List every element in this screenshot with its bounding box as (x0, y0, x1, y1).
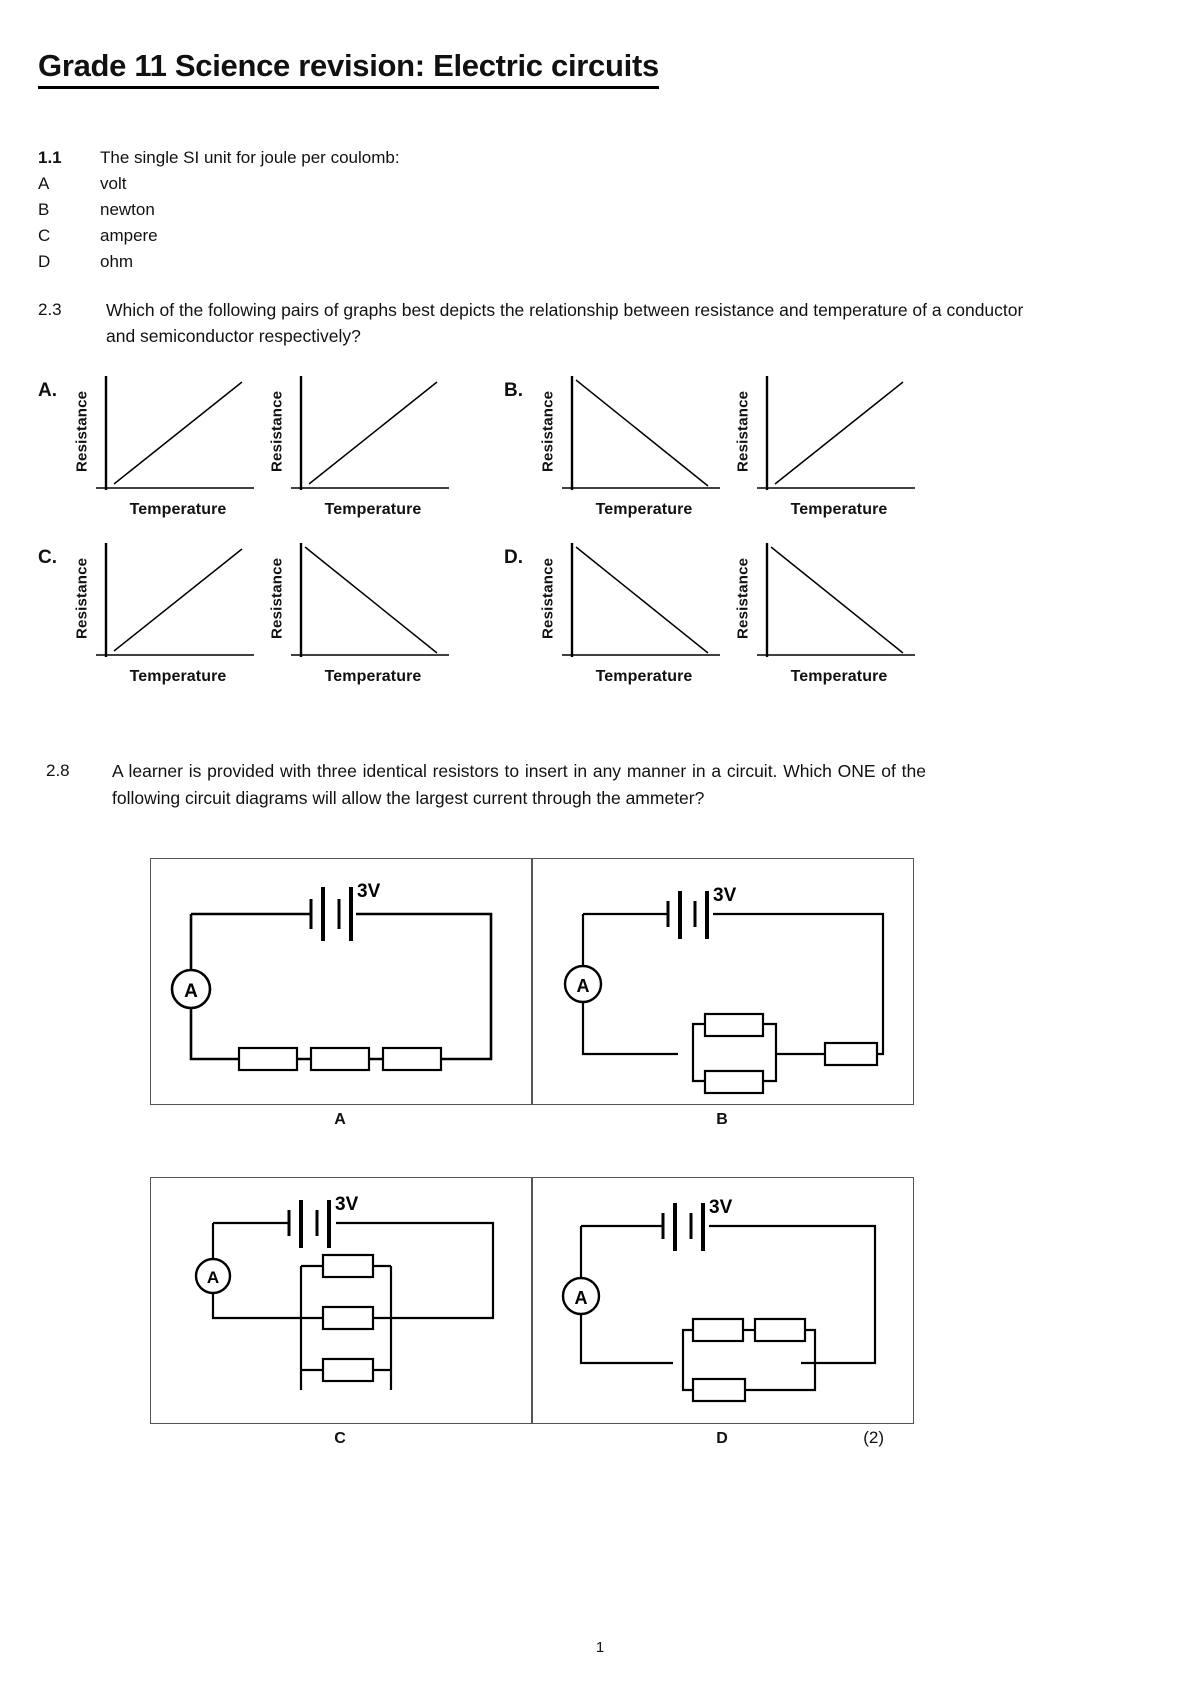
graph-b2-axes (753, 372, 921, 500)
graph-b2: Resistance Temperature (733, 372, 928, 519)
battery-label-a: 3V (357, 881, 381, 902)
graph-d2-axes (753, 539, 921, 667)
graph-c1: Resistance Temperature (72, 539, 267, 686)
graph-a1-axes (92, 372, 260, 500)
option-d-text: ohm (100, 252, 134, 271)
graph-a1-y-label: Resistance (73, 390, 91, 472)
circuit-label-b: B (716, 1111, 728, 1128)
circuit-label-d: D (716, 1430, 728, 1447)
graph-a1: Resistance Temperature (72, 372, 267, 519)
question-1-1-text: The single SI unit for joule per coulomb… (100, 148, 400, 167)
option-c-text: ampere (100, 226, 158, 245)
circuit-diagram-b[interactable]: 3V A (532, 858, 914, 1105)
option-d-letter: D (38, 252, 51, 271)
graph-options-row-1: A. Resistance (38, 372, 1038, 519)
question-1-1: 1.1 The single SI unit for joule per cou… (38, 145, 938, 275)
marks-allocation: (2) (863, 1428, 884, 1447)
question-1-1-stem: 1.1 The single SI unit for joule per cou… (38, 145, 938, 171)
graph-option-a-letter: A. (38, 380, 57, 401)
circuit-label-c: C (334, 1430, 346, 1447)
option-d[interactable]: D ohm (38, 249, 938, 275)
graph-b2-x-label: Temperature (790, 501, 888, 518)
battery-label-d: 3V (709, 1197, 733, 1218)
circuit-label-a: A (334, 1111, 346, 1128)
graph-c1-x-label: Temperature (129, 668, 227, 685)
graph-a2-axes (287, 372, 455, 500)
circuit-diagram-c[interactable]: 3V A (150, 1177, 532, 1424)
circuit-diagrams: 3V A A (150, 858, 914, 1448)
graph-options-row-2: C. Resistance (38, 539, 1038, 686)
graph-a2: Resistance Temperature (267, 372, 462, 519)
graph-option-a[interactable]: A. Resistance (38, 372, 462, 519)
question-2-8-number: 2.8 (46, 761, 70, 780)
graph-a1-x-label: Temperature (129, 501, 227, 518)
question-1-1-number: 1.1 (38, 148, 62, 167)
question-2-8-text: A learner is provided with three identic… (112, 761, 926, 808)
ammeter-label-d: A (575, 1288, 588, 1308)
graph-c2-axes (287, 539, 455, 667)
option-b-text: newton (100, 200, 155, 219)
graph-d2-y-label: Resistance (734, 557, 752, 639)
graph-option-c[interactable]: C. Resistance (38, 539, 462, 686)
graph-d1-x-label: Temperature (595, 668, 693, 685)
graph-d1-axes (558, 539, 726, 667)
question-2-3-number: 2.3 (38, 300, 62, 319)
option-a-text: volt (100, 174, 127, 193)
ammeter-label-a: A (184, 981, 198, 1002)
circuit-row-2: 3V A (150, 1177, 914, 1448)
graph-option-c-letter: C. (38, 547, 57, 568)
graph-option-b-letter: B. (504, 380, 523, 401)
graph-d1: Resistance Temperature (538, 539, 733, 686)
graph-d2: Resistance Temperature (733, 539, 928, 686)
ammeter-label-c: A (207, 1268, 219, 1287)
graph-option-b[interactable]: B. Resistance (504, 372, 928, 519)
graph-b1-y-label: Resistance (539, 390, 557, 472)
graph-b1-x-label: Temperature (595, 501, 693, 518)
circuit-row-1: 3V A A (150, 858, 914, 1129)
circuit-diagram-a[interactable]: 3V A (150, 858, 532, 1105)
battery-label-b: 3V (713, 885, 737, 906)
option-c-letter: C (38, 226, 51, 245)
ammeter-label-b: A (577, 976, 590, 996)
option-a[interactable]: A volt (38, 171, 938, 197)
question-2-8: 2.8 A learner is provided with three ide… (46, 758, 926, 812)
graph-b1: Resistance Temperature (538, 372, 733, 519)
page-title: Grade 11 Science revision: Electric circ… (38, 48, 659, 89)
battery-label-c: 3V (335, 1194, 359, 1215)
option-b-letter: B (38, 200, 50, 219)
graph-option-d[interactable]: D. Resistance (504, 539, 928, 686)
graph-d1-y-label: Resistance (539, 557, 557, 639)
option-c[interactable]: C ampere (38, 223, 938, 249)
question-2-3-text: Which of the following pairs of graphs b… (106, 300, 1024, 346)
graph-c2-x-label: Temperature (324, 668, 422, 685)
graph-c1-y-label: Resistance (73, 557, 91, 639)
option-b[interactable]: B newton (38, 197, 938, 223)
graph-c1-axes (92, 539, 260, 667)
circuit-diagram-d[interactable]: 3V A (532, 1177, 914, 1424)
graph-c2: Resistance Temperature (267, 539, 462, 686)
graph-d2-x-label: Temperature (790, 668, 888, 685)
graph-option-d-letter: D. (504, 547, 523, 568)
graph-b1-axes (558, 372, 726, 500)
graph-a2-y-label: Resistance (268, 390, 286, 472)
graph-b2-y-label: Resistance (734, 390, 752, 472)
option-a-letter: A (38, 174, 50, 193)
graph-a2-x-label: Temperature (324, 501, 422, 518)
graph-options-grid: A. Resistance (38, 372, 1038, 706)
page-number: 1 (595, 1639, 605, 1656)
graph-c2-y-label: Resistance (268, 557, 286, 639)
question-2-3: 2.3 Which of the following pairs of grap… (38, 297, 1028, 349)
